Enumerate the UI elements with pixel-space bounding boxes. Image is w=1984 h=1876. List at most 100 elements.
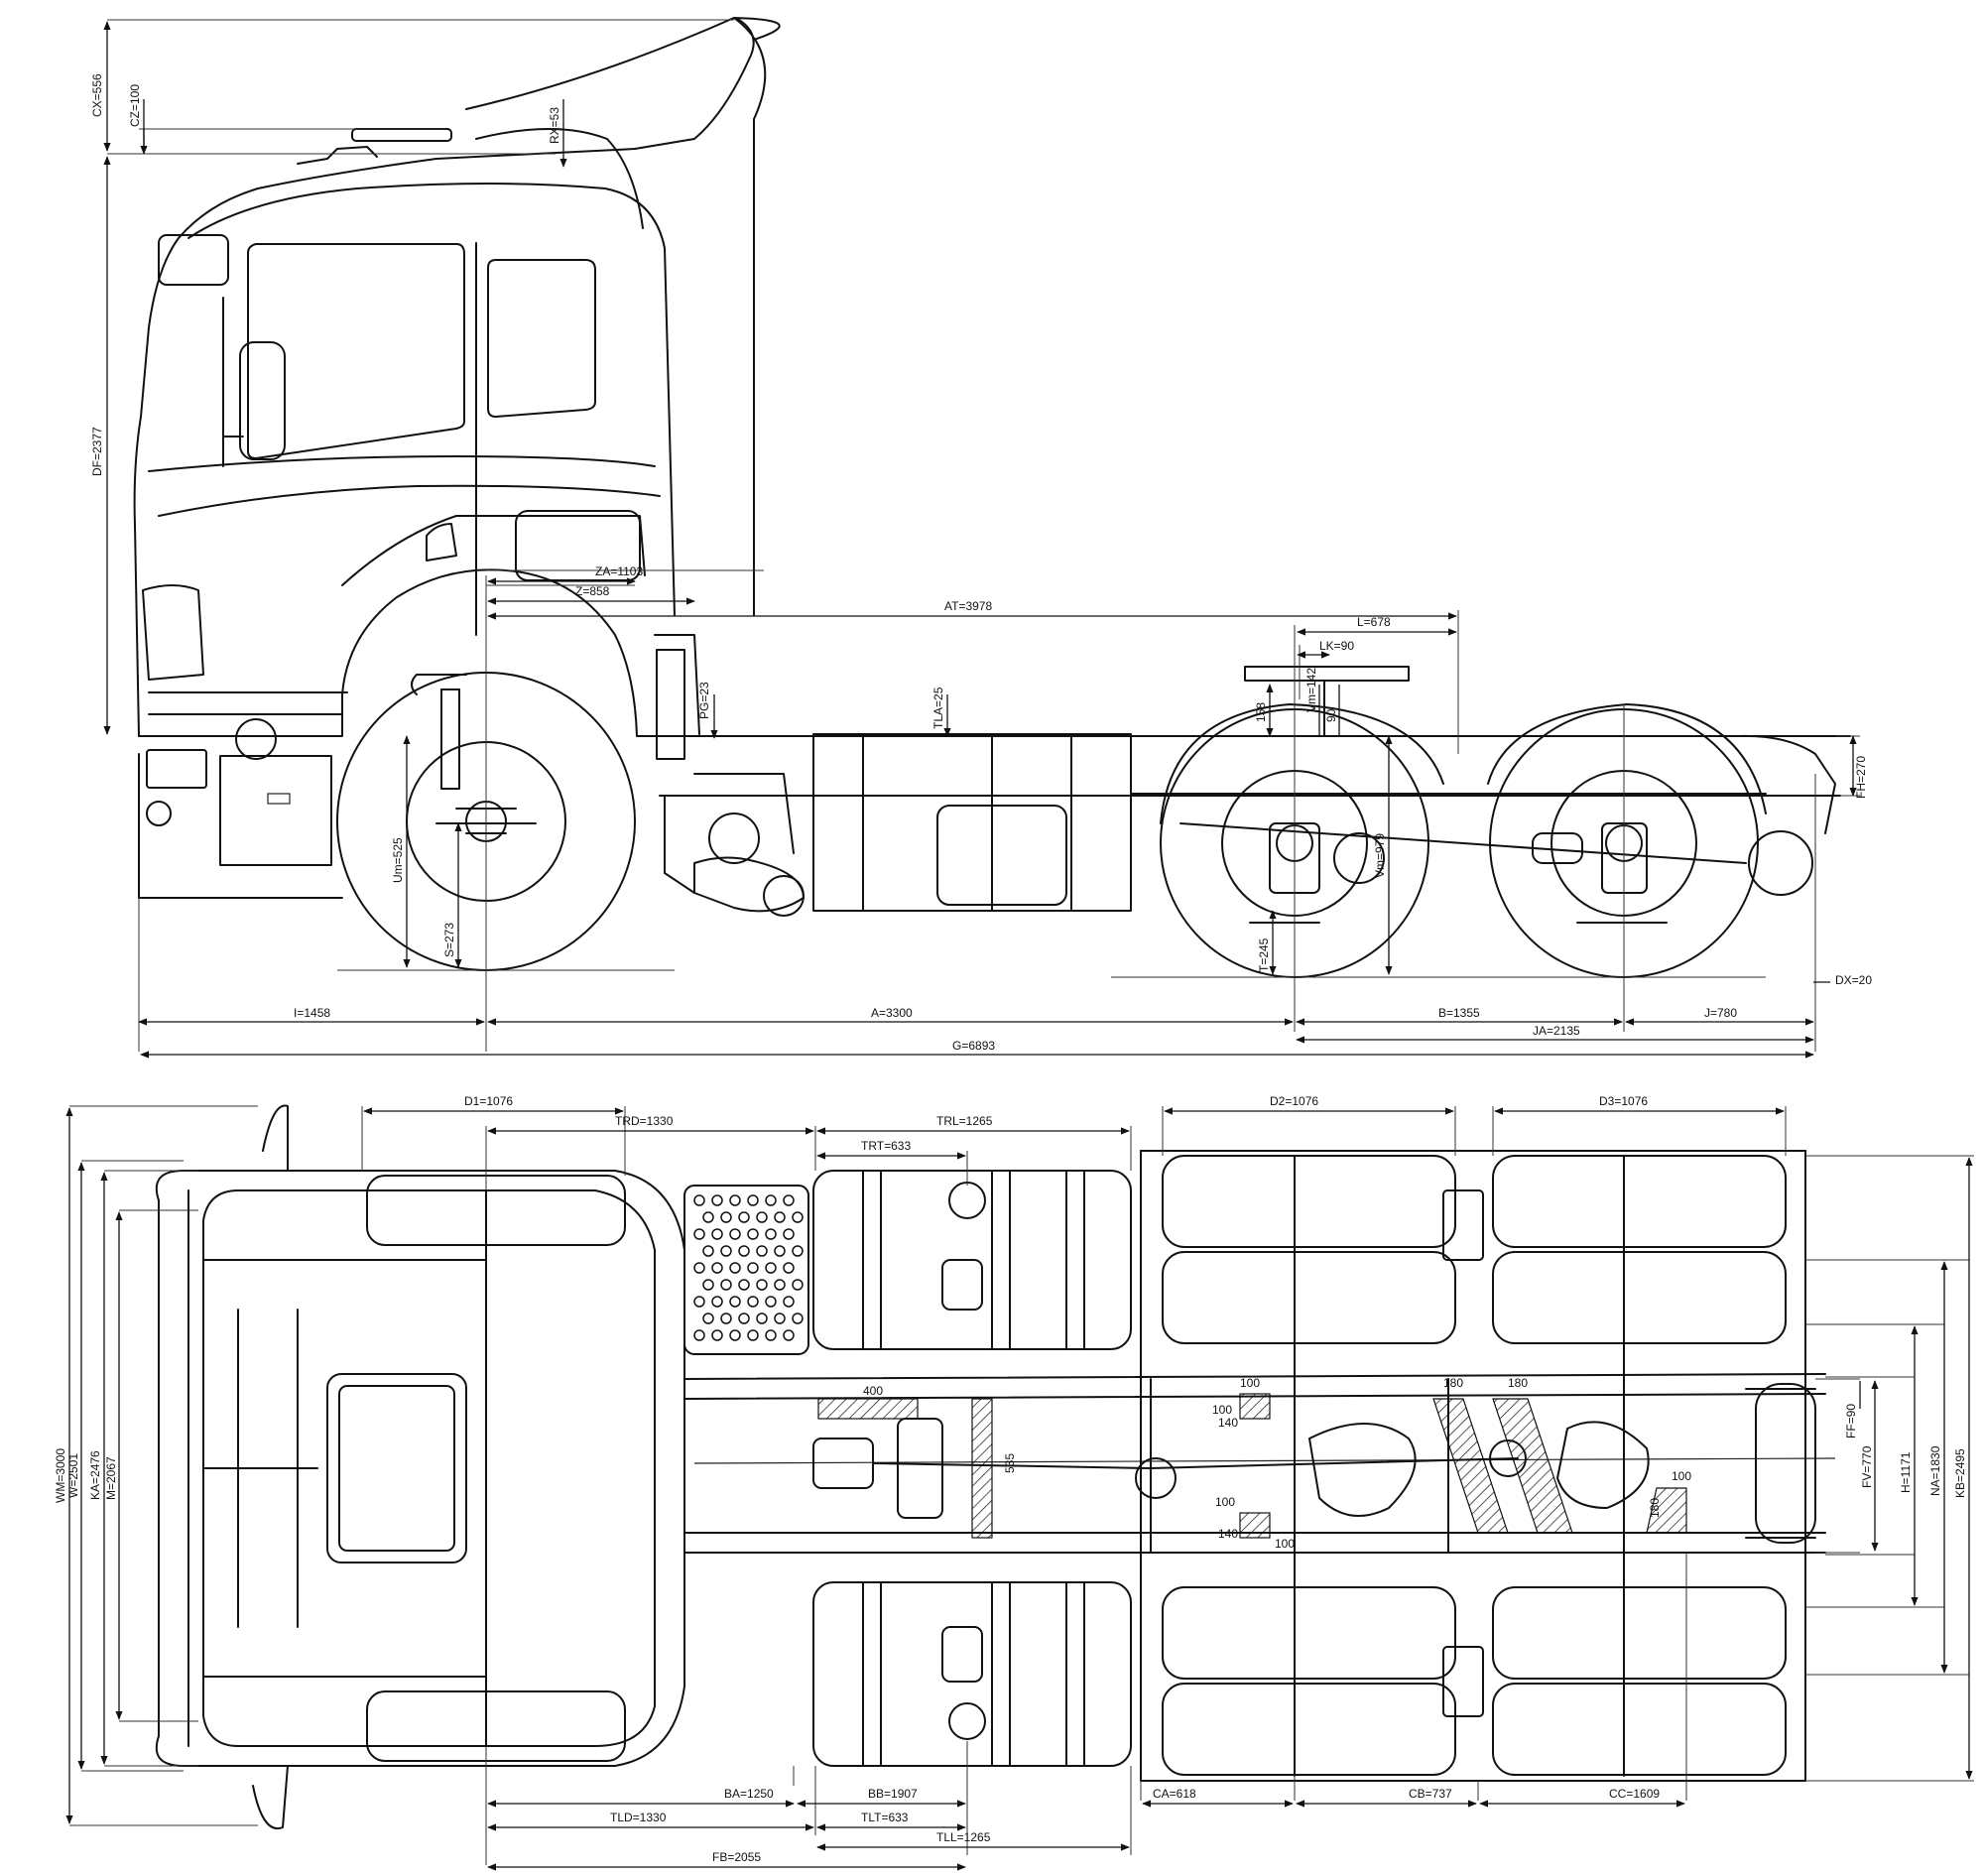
- cab-side: [133, 17, 781, 899]
- perforation-hole: [774, 1279, 786, 1291]
- perforation-hole: [783, 1296, 795, 1308]
- dim-bb: BB=1907: [868, 1787, 918, 1801]
- dim-158: 158: [1254, 702, 1268, 722]
- dim-d2: D2=1076: [1270, 1094, 1318, 1108]
- fuel-tanks: [812, 1170, 1132, 1767]
- dim-h: H=1171: [1899, 1451, 1913, 1493]
- dim-fv: FV=770: [1860, 1445, 1874, 1488]
- dim-100-b: 100: [1215, 1495, 1235, 1509]
- perforation-hole: [747, 1329, 759, 1341]
- dim-za: ZA=1103: [595, 564, 643, 578]
- dim-kb: KB=2495: [1953, 1448, 1967, 1498]
- dim-400: 400: [863, 1384, 883, 1398]
- top-view: D1=1076 TRD=1330 TRT=633 TRL=1265 D2=107…: [54, 1094, 1974, 1871]
- perforation-hole: [711, 1296, 723, 1308]
- perforation-hole: [756, 1211, 768, 1223]
- dim-ja: JA=2135: [1533, 1024, 1580, 1038]
- perforation-hole: [738, 1279, 750, 1291]
- perforation-hole: [702, 1211, 714, 1223]
- perforation-hole: [792, 1279, 804, 1291]
- dim-na: NA=1830: [1928, 1445, 1942, 1496]
- perforation-hole: [783, 1228, 795, 1240]
- hatched-zones: [817, 1393, 1687, 1539]
- dim-s: S=273: [442, 923, 456, 957]
- perforation-hole: [720, 1211, 732, 1223]
- dim-cb: CB=737: [1409, 1787, 1452, 1801]
- perforation-hole: [729, 1194, 741, 1206]
- perforation-hole: [738, 1211, 750, 1223]
- dim-m: M=2067: [104, 1456, 118, 1500]
- perforation-hole: [747, 1228, 759, 1240]
- dim-100-a: 100: [1240, 1376, 1260, 1390]
- dim-180-a: 180: [1443, 1376, 1463, 1390]
- dim-140-b: 140: [1218, 1527, 1238, 1541]
- chassis-side: [654, 634, 1851, 917]
- dim-180-b: 180: [1508, 1376, 1528, 1390]
- perforation-hole: [738, 1313, 750, 1324]
- rear-bogie: [1130, 666, 1836, 978]
- perforation-hole: [693, 1194, 705, 1206]
- dim-cz: CZ=100: [128, 84, 142, 127]
- dim-l: L=678: [1357, 615, 1391, 629]
- perforation-hole: [756, 1313, 768, 1324]
- perforation-hole: [711, 1228, 723, 1240]
- perforation-hole: [774, 1245, 786, 1257]
- perforation-hole: [720, 1313, 732, 1324]
- perforation-hole: [729, 1296, 741, 1308]
- dim-um: Um=525: [391, 837, 405, 883]
- dim-i: I=1458: [294, 1006, 330, 1020]
- perforation-hole: [783, 1194, 795, 1206]
- perforation-hole: [702, 1279, 714, 1291]
- dim-d1: D1=1076: [464, 1094, 513, 1108]
- dim-trt: TRT=633: [861, 1139, 911, 1153]
- side-view: CX=556 DF=2377 CZ=100 RX=53 ZA=1103 Z=85…: [90, 17, 1872, 1059]
- perforation-hole: [765, 1296, 777, 1308]
- perforation-hole: [765, 1228, 777, 1240]
- dim-535: 535: [1003, 1453, 1017, 1473]
- perforated-plate: [683, 1185, 809, 1355]
- dim-100-e: 100: [1672, 1469, 1691, 1483]
- dim-fh: FH=270: [1854, 756, 1868, 799]
- perforation-hole: [720, 1245, 732, 1257]
- dim-df: DF=2377: [90, 427, 104, 476]
- dim-vm142: Vm=142: [1304, 668, 1318, 712]
- perforation-hole: [765, 1262, 777, 1274]
- dim-trd: TRD=1330: [615, 1114, 674, 1128]
- perforation-hole: [729, 1262, 741, 1274]
- perforation-hole: [765, 1194, 777, 1206]
- dim-a: A=3300: [871, 1006, 913, 1020]
- perforation-hole: [747, 1296, 759, 1308]
- dim-ca: CA=618: [1153, 1787, 1196, 1801]
- dim-tll: TLL=1265: [936, 1830, 991, 1844]
- perforation-hole: [783, 1262, 795, 1274]
- perforation-hole: [747, 1194, 759, 1206]
- dim-100-c: 100: [1275, 1537, 1295, 1551]
- dim-fb: FB=2055: [712, 1850, 761, 1864]
- dim-tla: TLA=25: [931, 687, 945, 729]
- perforation-hole: [774, 1211, 786, 1223]
- rear-wheels-top: [1140, 1150, 1806, 1782]
- dim-vm: Vm=979: [1373, 833, 1387, 878]
- perforation-hole: [711, 1262, 723, 1274]
- perforation-hole: [702, 1313, 714, 1324]
- perforation-hole: [711, 1194, 723, 1206]
- perforation-hole: [720, 1279, 732, 1291]
- dim-100-d: 100: [1212, 1403, 1232, 1417]
- dim-ba: BA=1250: [724, 1787, 774, 1801]
- dim-j: J=780: [1704, 1006, 1737, 1020]
- perforation-hole: [702, 1245, 714, 1257]
- dim-at: AT=3978: [944, 599, 992, 613]
- perforation-hole: [738, 1245, 750, 1257]
- dim-tlt: TLT=633: [861, 1811, 909, 1824]
- dim-180-c: 180: [1648, 1498, 1662, 1518]
- dim-140-a: 140: [1218, 1416, 1238, 1430]
- dim-pg: PG=23: [697, 682, 711, 719]
- dim-z: Z=858: [575, 584, 610, 598]
- perforation-hole: [747, 1262, 759, 1274]
- perforation-hole: [792, 1313, 804, 1324]
- perforation-hole: [756, 1245, 768, 1257]
- dim-trl: TRL=1265: [936, 1114, 993, 1128]
- dim-ka: KA=2476: [88, 1450, 102, 1500]
- perforation-hole: [792, 1245, 804, 1257]
- dim-cx: CX=556: [90, 73, 104, 117]
